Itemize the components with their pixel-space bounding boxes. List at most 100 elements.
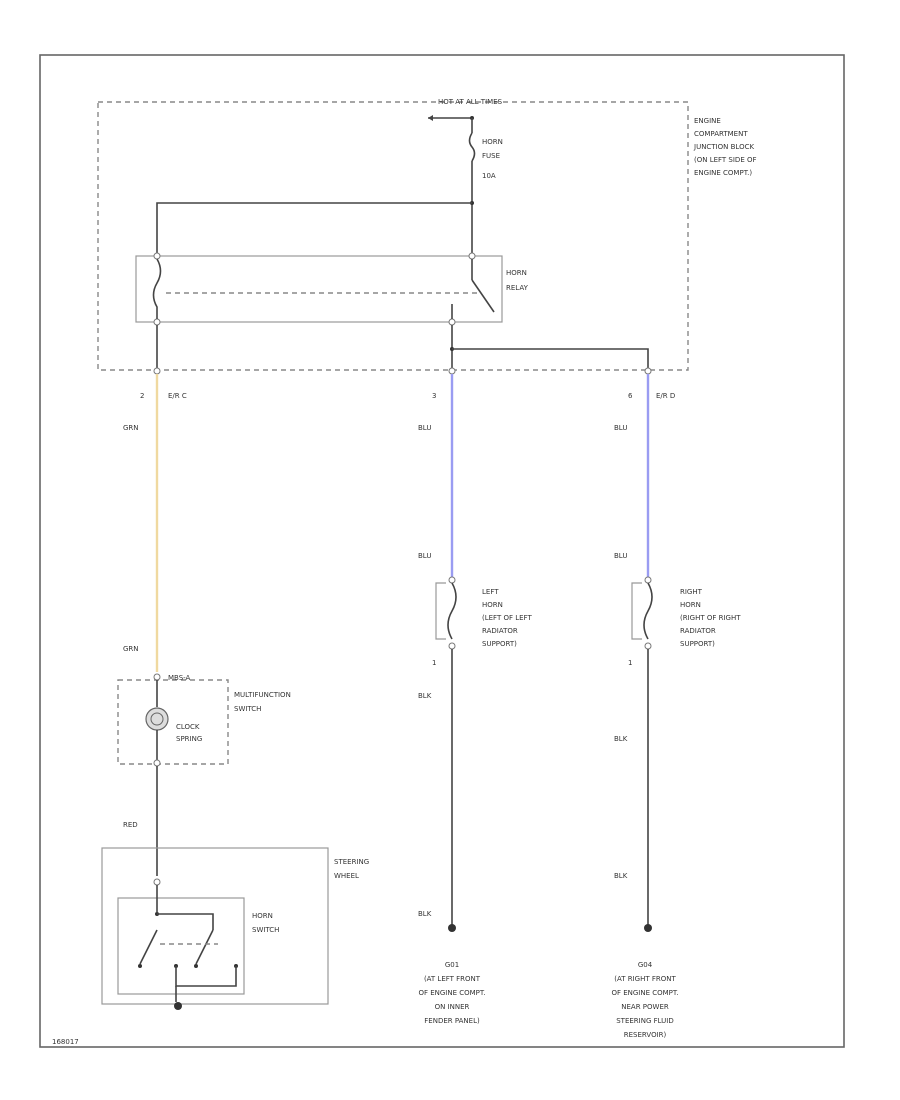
horn-switch-ground-bus [175, 966, 237, 987]
relay-pin [448, 318, 456, 326]
left-horn-label-2: HORN [482, 601, 503, 609]
ground-left-5: FENDER PANEL) [424, 1017, 480, 1025]
junction-label-1: ENGINE [694, 117, 721, 125]
horn-switch-terminal [138, 964, 142, 968]
connector-pin [448, 367, 456, 375]
horn-switch-contact-1-icon [139, 929, 158, 965]
ground-right-5: STEERING FLUID [616, 1017, 674, 1025]
ground-left-3: OF ENGINE COMPT. [418, 989, 485, 997]
left-horn-coil-icon [447, 582, 457, 640]
wire-color-blu-right-bottom: BLU [614, 552, 627, 560]
connector-right-id: E/R D [656, 392, 675, 400]
junction-label-2: COMPARTMENT [694, 130, 748, 138]
left-horn-ground-pin: 1 [432, 659, 436, 667]
multifunction-label-2: SWITCH [234, 705, 261, 713]
clock-spring-label-2: SPRING [176, 735, 202, 743]
wire-color-blk-mid-2: BLK [418, 910, 432, 918]
relay-pin [468, 252, 476, 260]
wire-color-blk-mid-1: BLK [418, 692, 432, 700]
horn-fuse-icon [468, 132, 476, 162]
relay-pin [153, 318, 161, 326]
junction-label-4: (ON LEFT SIDE OF [694, 156, 757, 164]
wire-color-blk-right-2: BLK [614, 872, 628, 880]
multifunction-label-1: MULTIFUNCTION [234, 691, 291, 699]
relay-label-1: HORN [506, 269, 527, 277]
left-horn-pin [448, 576, 456, 584]
mbs-connector-pin [153, 673, 161, 681]
right-horn-pin [644, 576, 652, 584]
right-horn-icon [631, 582, 642, 640]
horn-switch-ground-icon [174, 1002, 182, 1010]
diagram-id: 168017 [52, 1038, 79, 1046]
clock-spring-label-1: CLOCK [176, 723, 200, 731]
ground-g01-icon [448, 924, 456, 932]
hot-feed-arrow-icon [428, 115, 433, 121]
hot-at-all-times-label: HOT AT ALL TIMES [438, 98, 503, 106]
wire-color-blu-mid-top: BLU [418, 424, 431, 432]
right-horn-branch-wire [452, 348, 649, 368]
connector-pin [644, 367, 652, 375]
wire-color-blu-right-top: BLU [614, 424, 627, 432]
wire-color-grn-top: GRN [123, 424, 139, 432]
fuse-label-1: HORN [482, 138, 503, 146]
coil-feed-wire [156, 202, 472, 256]
wire-color-red: RED [123, 821, 138, 829]
relay-coil-icon [152, 258, 162, 319]
connector-mid-pin: 3 [432, 392, 436, 400]
mbs-connector-label: MBS-A [168, 674, 191, 682]
horn-switch-terminal [194, 964, 198, 968]
ground-left-4: ON INNER [435, 1003, 470, 1011]
right-horn-coil-icon [643, 582, 653, 640]
ground-right-1: G04 [638, 961, 653, 969]
left-horn-label-5: SUPPORT) [482, 640, 517, 648]
connector-left-pin: 2 [140, 392, 144, 400]
horn-switch-bus [157, 913, 214, 930]
right-horn-pin [644, 642, 652, 650]
ground-right-2: (AT RIGHT FRONT [614, 975, 676, 983]
wire-color-grn-bottom: GRN [123, 645, 139, 653]
ground-right-3: OF ENGINE COMPT. [611, 989, 678, 997]
horn-switch-box [117, 897, 245, 995]
connector-pin [153, 367, 161, 375]
steering-wheel-label-2: WHEEL [334, 872, 359, 880]
right-horn-label-5: SUPPORT) [680, 640, 715, 648]
multifunction-switch-enclosure [117, 679, 229, 765]
left-horn-label-3: (LEFT OF LEFT [482, 614, 532, 622]
relay-switch-icon [471, 279, 495, 313]
horn-switch-label-2: SWITCH [252, 926, 279, 934]
wire-color-blk-right-1: BLK [614, 735, 628, 743]
horn-switch-contact-2-icon [195, 929, 214, 965]
steering-wheel-pin [153, 878, 161, 886]
right-horn-label-2: HORN [680, 601, 701, 609]
right-horn-label-1: RIGHT [680, 588, 703, 596]
mbs-out-pin [153, 759, 161, 767]
left-horn-icon [435, 582, 446, 640]
relay-pin [153, 252, 161, 260]
clock-spring-inner-icon [150, 712, 164, 726]
ground-left-1: G01 [445, 961, 459, 969]
right-horn-label-3: (RIGHT OF RIGHT [680, 614, 741, 622]
horn-switch-label-1: HORN [252, 912, 273, 920]
diagram-frame [39, 54, 845, 1048]
ground-right-4: NEAR POWER [621, 1003, 669, 1011]
ground-g04-icon [644, 924, 652, 932]
fuse-label-3: 10A [482, 172, 496, 180]
connector-right-pin: 6 [628, 392, 633, 400]
horn-relay-box [135, 255, 503, 323]
wire-color-blu-mid-bottom: BLU [418, 552, 431, 560]
relay-label-2: RELAY [506, 284, 529, 292]
ground-right-6: RESERVOIR) [624, 1031, 667, 1039]
left-horn-pin [448, 642, 456, 650]
junction-block-enclosure [97, 101, 689, 371]
connector-left-id: E/R C [168, 392, 187, 400]
right-horn-label-4: RADIATOR [680, 627, 716, 635]
steering-wheel-box [101, 847, 329, 1005]
left-horn-label-1: LEFT [482, 588, 499, 596]
right-horn-ground-pin: 1 [628, 659, 632, 667]
ground-left-2: (AT LEFT FRONT [424, 975, 481, 983]
clock-spring-icon [145, 707, 169, 731]
steering-wheel-label-1: STEERING [334, 858, 369, 866]
junction-label-5: ENGINE COMPT.) [694, 169, 752, 177]
left-horn-label-4: RADIATOR [482, 627, 518, 635]
